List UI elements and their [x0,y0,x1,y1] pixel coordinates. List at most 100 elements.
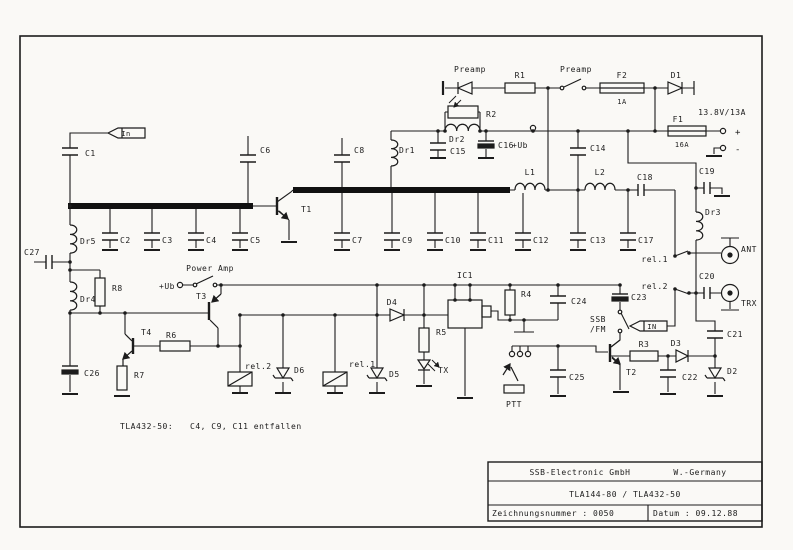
drawing-frame [19,35,763,528]
stripline-1 [68,203,253,209]
label-f1: F1 [673,115,684,124]
label-r7: R7 [134,371,145,380]
label-ub-top: +Ub [512,141,528,150]
trx-connector [720,283,740,303]
label-c15: C15 [450,147,466,156]
label-c2: C2 [120,236,131,245]
label-f1-rating: 16A [675,141,689,149]
label-c6: C6 [260,146,271,155]
label-power-amp: Power Amp [186,264,234,273]
label-r6: R6 [166,331,177,340]
label-c27: C27 [24,248,40,257]
label-ptt: PTT [506,400,522,409]
label-t4: T4 [141,328,152,337]
label-dr5: Dr5 [80,237,96,246]
label-c18: C18 [637,173,653,182]
label-c22: C22 [682,373,698,382]
label-c3: C3 [162,236,173,245]
resistors [94,82,659,391]
title-model: TLA144-80 / TLA432-50 [569,490,681,499]
label-c8: C8 [354,146,365,155]
ptt-jack [502,350,532,394]
label-in2: IN [647,323,656,331]
label-rel2-switch: rel.2 [641,282,668,291]
title-drawing-number: Zeichnungsnummer : 0050 [492,509,614,518]
labels-layer: In C1 C2 C3 C4 C5 C6 C7 C8 C9 C10 C11 C1… [24,65,757,431]
label-rel2-coil: rel.2 [245,362,272,371]
tx-led [416,359,439,371]
label-rel1-coil: rel.1 [349,360,376,369]
label-c25: C25 [569,373,585,382]
relay-coils [227,371,348,387]
label-c13: C13 [590,236,606,245]
label-dr1: Dr1 [399,146,415,155]
title-company: SSB-Electronic GmbH [529,468,630,477]
label-c11: C11 [488,236,504,245]
junction-dots [68,86,717,358]
label-d5: D5 [389,370,400,379]
label-c9: C9 [402,236,413,245]
label-plus: + [735,128,741,138]
label-c19: C19 [699,167,715,176]
label-tx: TX [438,366,449,375]
label-c24: C24 [571,297,587,306]
switches [192,85,623,334]
label-trx: TRX [741,299,757,308]
label-r1: R1 [515,71,526,80]
label-c21: C21 [727,330,743,339]
label-r2: R2 [486,110,497,119]
electrolytic-capacitors [61,140,629,375]
note-prefix: TLA432-50: [120,422,173,431]
label-d4: D4 [387,298,398,307]
coils [69,123,704,311]
label-c5: C5 [250,236,261,245]
label-c26: C26 [84,369,100,378]
label-ant: ANT [741,245,757,254]
label-f2-rating: 1A [617,98,627,106]
title-block: SSB-Electronic GmbH W.-Germany TLA144-80… [487,461,763,522]
label-c20: C20 [699,272,715,281]
label-c7: C7 [352,236,363,245]
label-c16: C16 [498,141,514,150]
wiring [34,78,739,396]
label-dr2: Dr2 [449,135,465,144]
stripline-2 [293,187,510,193]
label-d2: D2 [727,367,738,376]
label-ic1: IC1 [457,271,473,280]
transistor-t1 [275,197,289,220]
ant-connector [720,245,740,265]
ic1-box [447,299,492,329]
input-connector [106,127,146,139]
label-fm: /FM [590,325,606,334]
label-d6: D6 [294,366,305,375]
label-d1: D1 [671,71,682,80]
label-t3: T3 [196,292,207,301]
capacitor-plates [45,142,723,378]
label-ssb: SSB [590,315,606,324]
preamp-led [441,81,473,107]
label-r8: R8 [112,284,123,293]
label-supply-rating: 13.8V/13A [698,108,746,117]
transistor-t4 [122,333,135,366]
label-dr3: Dr3 [705,208,721,217]
label-ub-ctl: +Ub [159,282,175,291]
label-c17: C17 [638,236,654,245]
label-in-tag: In [121,130,130,138]
label-r4: R4 [521,290,532,299]
components [45,81,740,399]
label-dr4: Dr4 [80,295,96,304]
transistor-t3 [207,293,222,329]
label-minus: - [735,145,741,155]
label-t2: T2 [626,368,637,377]
label-t1: T1 [301,205,312,214]
label-c14: C14 [590,144,606,153]
title-country: W.-Germany [673,468,726,477]
label-d3: D3 [671,339,682,348]
in-arrow-tag [628,320,668,332]
label-preamp-switch: Preamp [560,65,592,74]
label-l2: L2 [595,168,606,177]
label-c4: C4 [206,236,217,245]
fuses [599,82,707,137]
